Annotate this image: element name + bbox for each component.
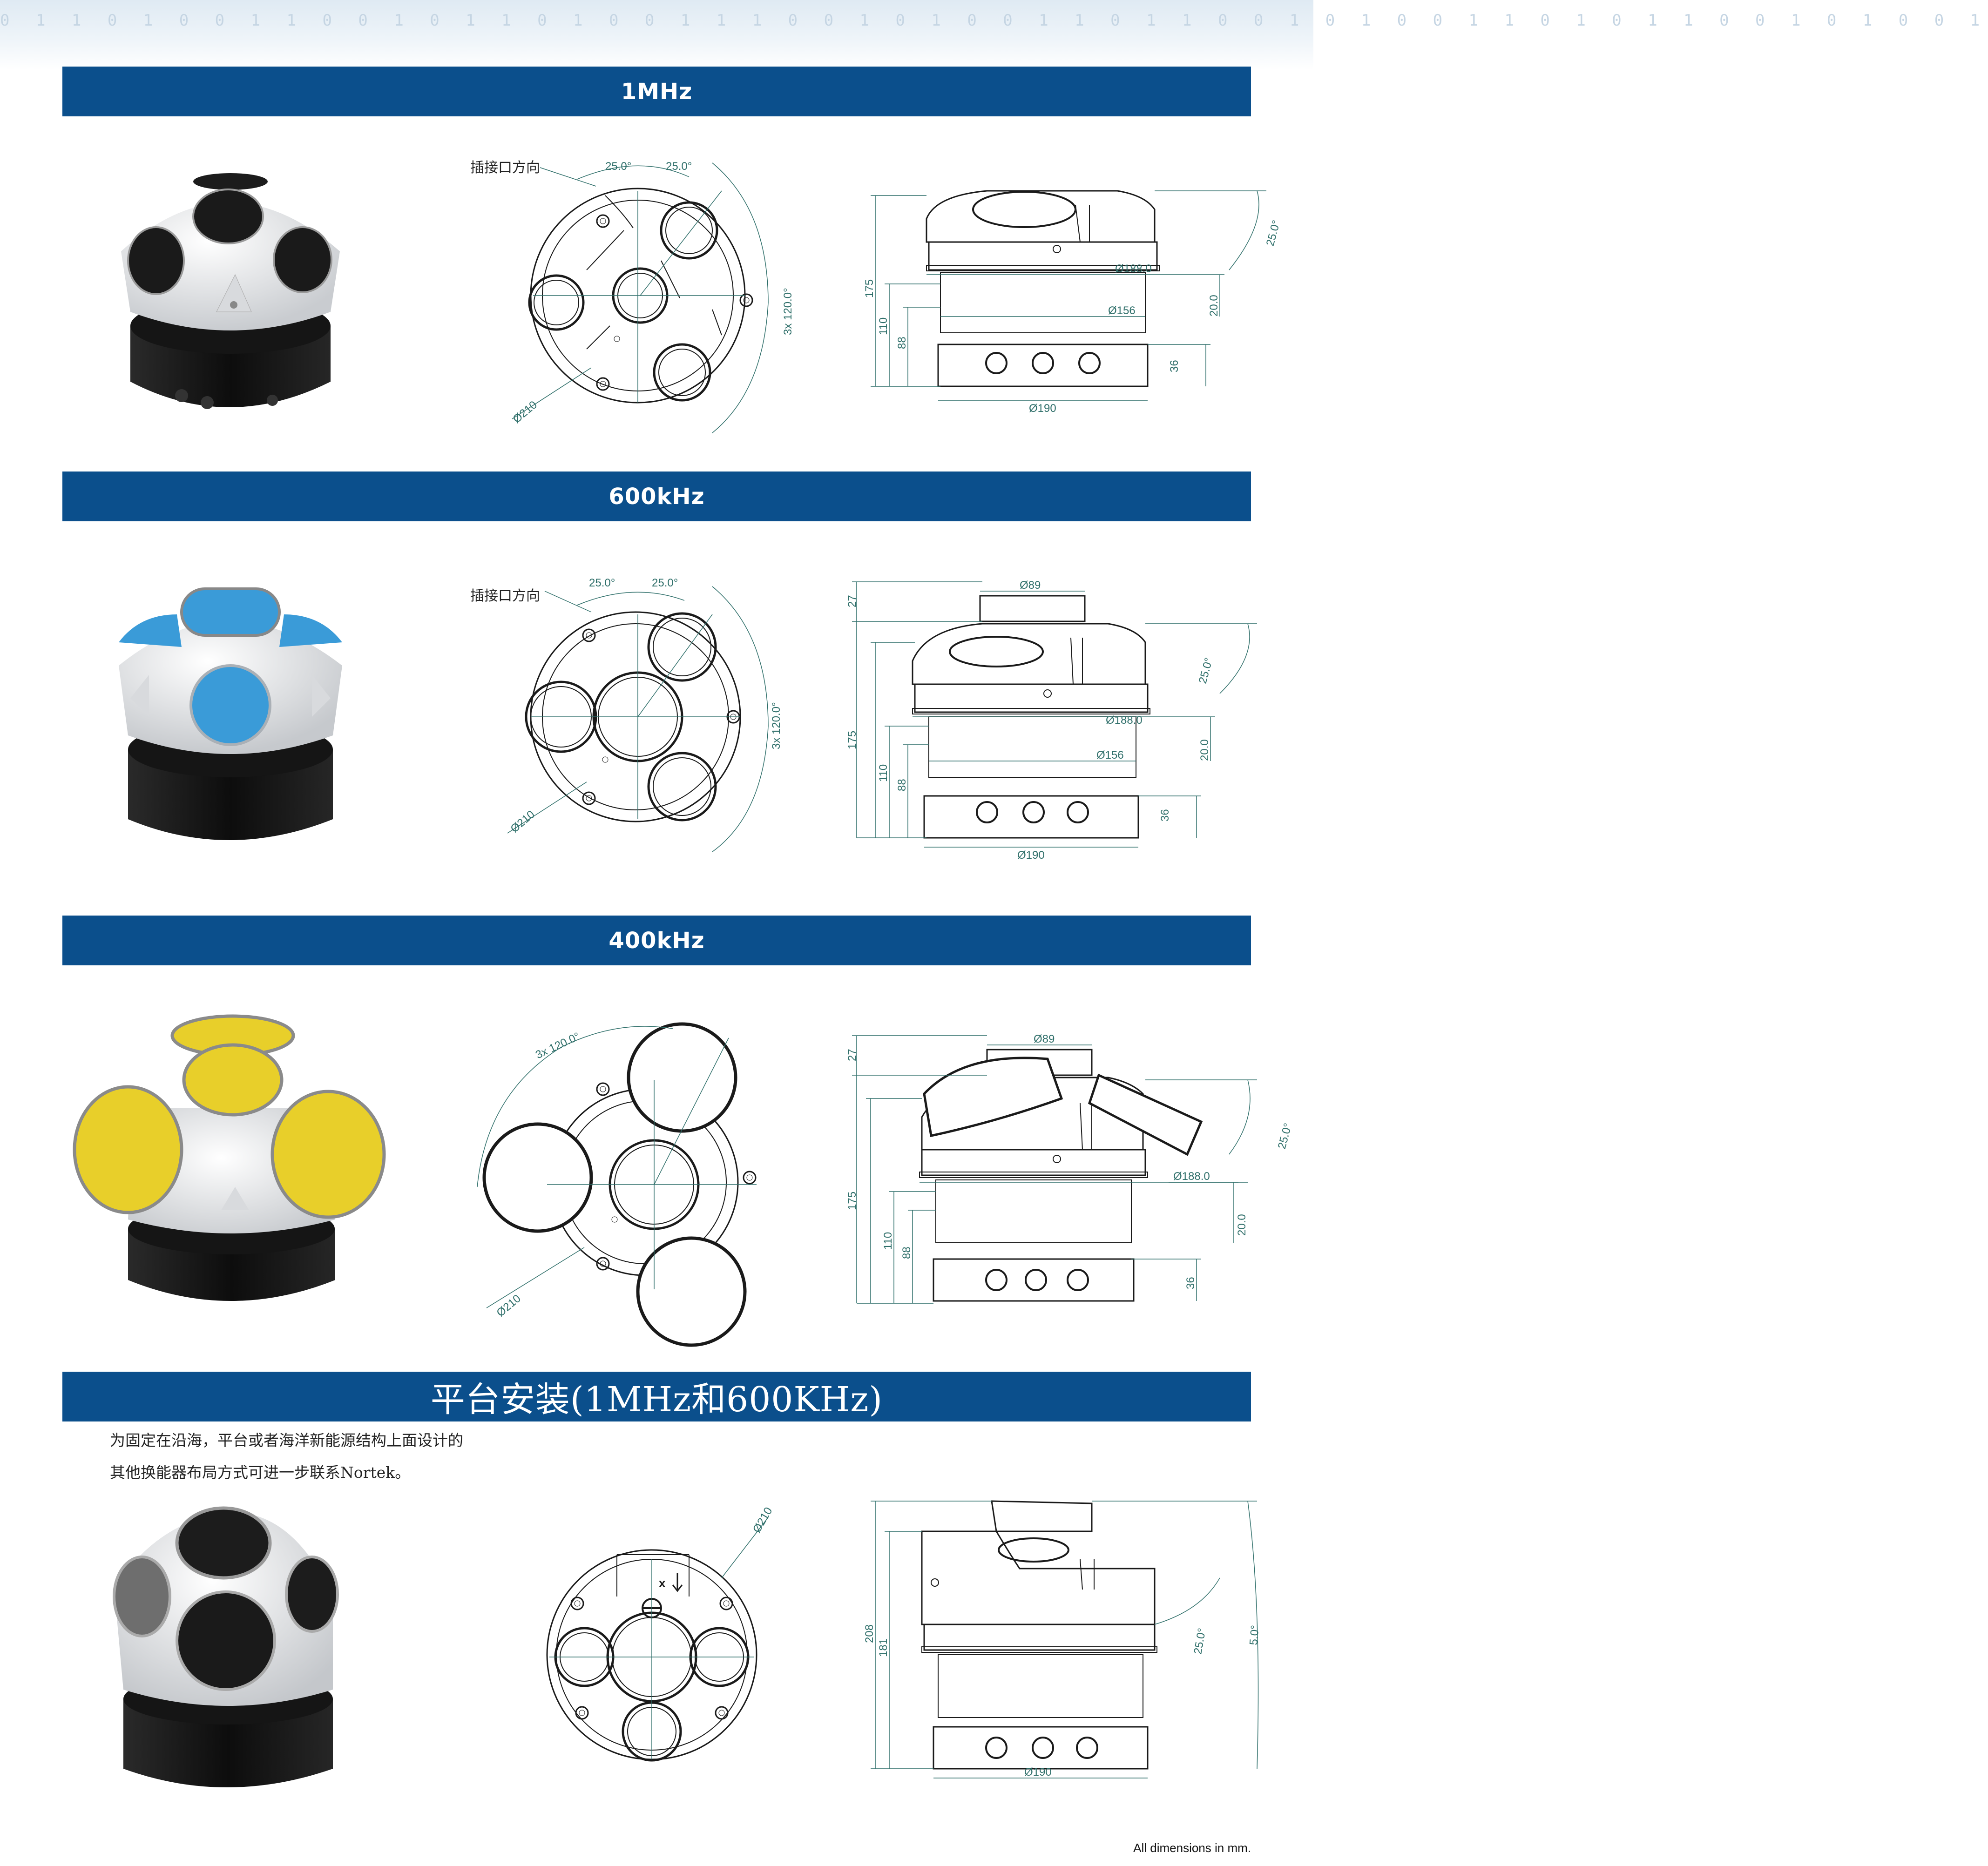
angle-label: 25.0°	[666, 160, 692, 173]
dim-gap: 20.0	[1236, 1214, 1248, 1236]
transducer-face	[127, 226, 185, 295]
top-view-drawing-600khz: 插接口方向 25.0° 25.0° 3x 120.0° Ø210	[470, 577, 783, 852]
transducer-face	[175, 1506, 272, 1580]
side-view-drawing-platform: 208 181 Ø190 25.0° 5.0°	[863, 1500, 1262, 1778]
header-background: 0 1 1 0 1 0 0 1 1 0 0 1 0 1 1 0 1 0 0 1 …	[0, 0, 1988, 70]
top-view-drawing-platform: x Ø210	[546, 1505, 775, 1762]
dim-base-diameter: Ø190	[1017, 849, 1045, 862]
angle-label: 25.0°	[589, 577, 615, 589]
product-photo-platform	[113, 1506, 339, 1787]
section-band-600khz: 600kHz	[62, 472, 1251, 521]
dim-base-diameter: Ø190	[1029, 402, 1056, 415]
product-photo-600khz	[119, 587, 342, 840]
dim-cap-diameter: Ø89	[1034, 1033, 1055, 1045]
dim-flange-diameter: Ø188.0	[1106, 714, 1143, 727]
dim-height-total: 175	[863, 279, 876, 298]
dim-tilt-a: 25.0°	[1191, 1627, 1208, 1655]
transducer-face	[193, 173, 268, 190]
dim-height-base: 36	[1168, 360, 1181, 372]
axis-marker: x	[659, 1576, 666, 1590]
transducer-face	[270, 1090, 386, 1219]
footer-note: All dimensions in mm.	[1133, 1841, 1251, 1855]
side-view-drawing-600khz: 27 Ø89 175 110 88 36 20.0 Ø188.0 Ø156 Ø1…	[846, 579, 1257, 862]
platform-note-line-1: 为固定在沿海，平台或者海洋新能源结构上面设计的	[110, 1431, 463, 1449]
dim-height-base: 36	[1184, 1277, 1197, 1289]
dim-gap: 20.0	[1208, 295, 1220, 317]
dim-tilt: 25.0°	[1197, 656, 1216, 685]
dim-height-mid: 110	[877, 764, 890, 782]
top-view-drawing-400khz: 3x 120.0° Ø210	[477, 1022, 757, 1347]
dim-flange-diameter: Ø188.0	[1115, 263, 1152, 275]
angle-label: 25.0°	[605, 160, 631, 173]
angle-label: 25.0°	[652, 577, 678, 589]
connector-direction-label: 插接口方向	[470, 160, 540, 176]
transducer-face	[273, 226, 332, 293]
angle-spread-label: 3x 120.0°	[770, 702, 783, 749]
transducer-face	[192, 189, 264, 244]
section-title: 600kHz	[609, 483, 705, 510]
diameter-label: Ø210	[508, 808, 537, 835]
angle-spread-label: 3x 120.0°	[782, 288, 794, 335]
section-title: 平台安装(1MHz和600KHz)	[430, 1380, 883, 1420]
side-view-drawing-1mhz: 175 110 88 36 20.0 Ø188.0 Ø156 Ø190 25.0…	[863, 190, 1283, 415]
dim-height-low: 88	[900, 1246, 913, 1259]
section-title: 1MHz	[621, 78, 693, 105]
transducer-face	[73, 1085, 183, 1214]
dim-height-total: 208	[863, 1624, 876, 1643]
side-view-drawing-400khz: 27 Ø89 175 110 88 36 20.0 Ø188.0 25.0°	[846, 1033, 1294, 1304]
dim-height-low: 88	[896, 779, 908, 791]
dim-flange-diameter: Ø188.0	[1173, 1170, 1210, 1183]
transducer-face	[189, 664, 271, 746]
product-photo-400khz	[73, 1014, 386, 1301]
section-title: 400kHz	[609, 927, 705, 954]
transducer-face	[285, 1556, 339, 1633]
transducer-face	[180, 587, 281, 637]
transducer-face	[113, 1556, 171, 1637]
dim-height-mid: 110	[877, 317, 890, 335]
section-band-platform-mount: 平台安装(1MHz和600KHz)	[62, 1372, 1251, 1421]
dim-body-diameter: Ø156	[1108, 304, 1136, 317]
product-photo-1mhz	[121, 173, 340, 409]
transducer-face	[182, 1043, 284, 1117]
dim-tilt-b: 5.0°	[1247, 1624, 1262, 1645]
dim-height-base: 36	[1159, 809, 1171, 822]
dim-body-diameter: Ø156	[1096, 749, 1124, 761]
section-band-400khz: 400kHz	[62, 916, 1251, 965]
dim-base-diameter: Ø190	[1024, 1766, 1052, 1778]
angle-spread-label: 3x 120.0°	[534, 1030, 582, 1061]
dim-height-mid: 110	[882, 1232, 894, 1250]
diameter-label: Ø210	[511, 398, 540, 425]
dim-height-total: 175	[846, 731, 859, 749]
dim-height-mid: 181	[877, 1638, 890, 1657]
dim-cap-height: 27	[846, 595, 859, 607]
dim-height-total: 175	[846, 1192, 859, 1210]
diameter-label: Ø210	[494, 1292, 523, 1319]
connector-direction-label: 插接口方向	[470, 588, 540, 604]
dim-cap-height: 27	[846, 1049, 859, 1061]
diameter-label: Ø210	[751, 1505, 775, 1535]
dim-cap-diameter: Ø89	[1020, 579, 1041, 592]
transducer-face	[176, 1590, 276, 1691]
section-band-1mhz: 1MHz	[62, 67, 1251, 116]
dim-tilt: 25.0°	[1264, 219, 1283, 247]
dim-height-low: 88	[896, 337, 908, 349]
top-view-drawing-1mhz: 插接口方向 25.0° 25.0° 3x 120.0° Ø210	[470, 160, 794, 433]
binary-pattern: 0 1 1 0 1 0 0 1 1 0 0 1 0 1 1 0 1 0 0 1 …	[0, 11, 1988, 30]
dim-tilt: 25.0°	[1276, 1122, 1295, 1150]
dim-gap: 20.0	[1198, 739, 1211, 761]
platform-note-line-2: 其他换能器布局方式可进一步联系Nortek。	[110, 1463, 411, 1482]
